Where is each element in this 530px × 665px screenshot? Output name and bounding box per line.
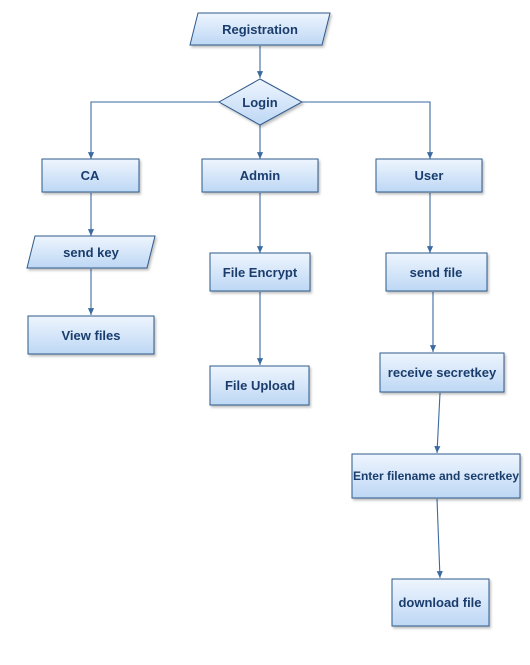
view-files-label: View files [61,328,120,343]
send-key-label: send key [63,245,119,260]
edge-login-ca [87,101,219,159]
user-label: User [415,168,444,183]
edge-enter-download-line [436,498,443,579]
login-label: Login [242,95,277,110]
view-files-shape [27,315,155,355]
receive-secretkey-label: receive secretkey [388,365,497,380]
file-encrypt-shape [209,252,311,292]
file-encrypt-label: File Encrypt [223,265,298,280]
ca-label: CA [81,168,100,183]
receive-secretkey-shape [379,352,505,393]
user-shape [375,158,483,193]
file-upload-shape [209,365,310,406]
enter-filename-label: Enter filename and secretkey [353,469,519,483]
nodes: Registration Login CA Admin User send ke… [26,12,521,627]
node-file-encrypt[interactable]: File Encrypt [209,252,311,292]
download-file-label: download file [398,595,481,610]
node-ca[interactable]: CA [41,158,140,193]
file-upload-label: File Upload [225,378,295,393]
node-send-key[interactable]: send key [26,235,156,269]
node-download-file[interactable]: download file [391,578,490,627]
registration-label: Registration [222,22,298,37]
send-file-shape [385,252,488,292]
edge-login-user [302,101,434,159]
admin-label: Admin [240,168,281,183]
node-receive-secretkey[interactable]: receive secretkey [379,352,505,393]
enter-filename-shape [351,453,521,499]
node-view-files[interactable]: View files [27,315,155,355]
admin-shape [201,158,319,193]
node-enter-filename[interactable]: Enter filename and secretkey [351,453,521,499]
send-key-shape [26,235,156,269]
node-admin[interactable]: Admin [201,158,319,193]
node-registration[interactable]: Registration [189,12,331,46]
send-file-label: send file [410,265,463,280]
node-login[interactable]: Login [217,78,304,126]
node-send-file[interactable]: send file [385,252,488,292]
registration-shape [189,12,331,46]
node-file-upload[interactable]: File Upload [209,365,310,406]
node-user[interactable]: User [375,158,483,193]
ca-shape [41,158,140,193]
edge-receive-enter [434,392,441,454]
download-file-shape [391,578,490,627]
login-shape [217,78,304,126]
